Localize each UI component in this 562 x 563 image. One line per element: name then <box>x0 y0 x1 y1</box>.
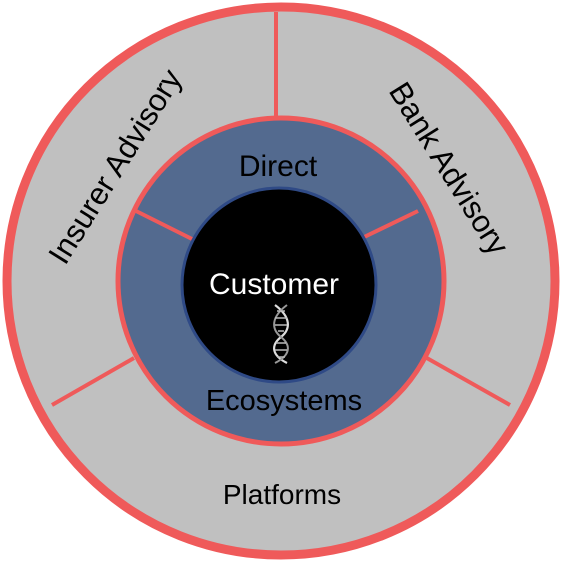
inner-circle <box>180 186 378 384</box>
dna-helix-icon <box>273 304 289 364</box>
label-direct: Direct <box>239 150 318 183</box>
label-customer: Customer <box>209 268 339 301</box>
middle-divider-right <box>357 209 419 242</box>
label-ecosystems: Ecosystems <box>206 385 362 417</box>
middle-divider-left <box>133 208 197 243</box>
outer-divider-right <box>424 355 511 407</box>
outer-divider-left <box>51 356 135 407</box>
label-platforms: Platforms <box>223 479 341 510</box>
